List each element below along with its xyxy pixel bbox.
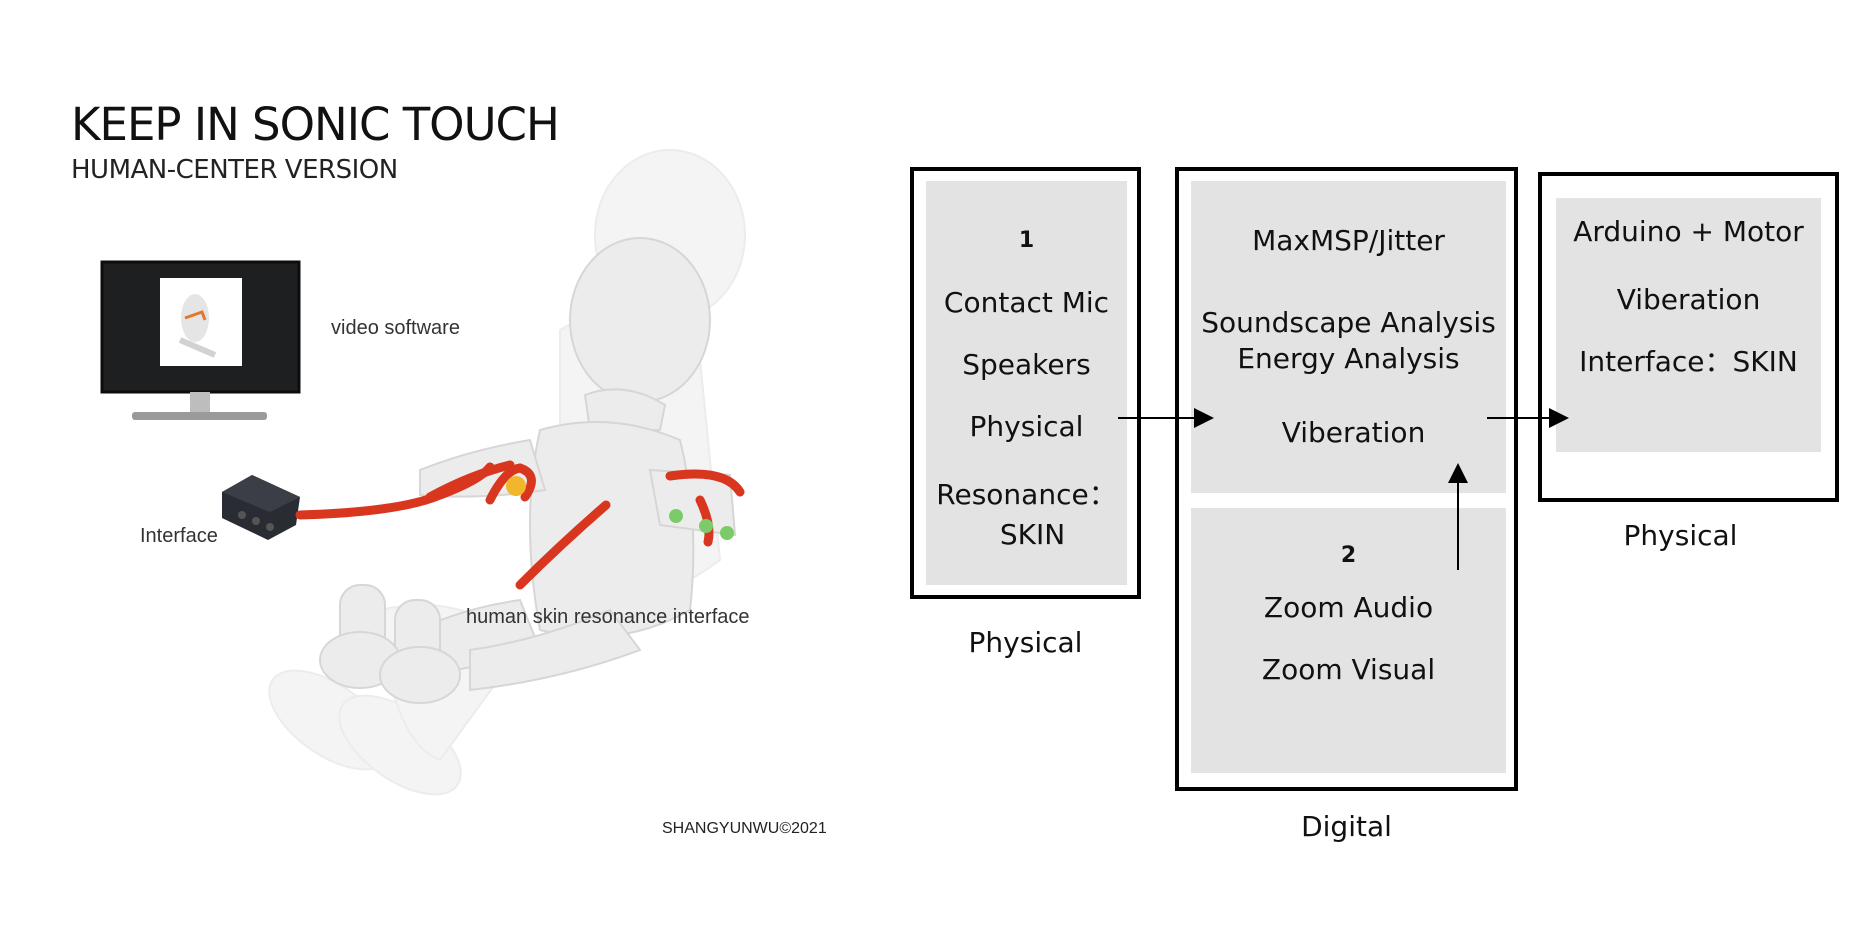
interface-box-icon	[222, 475, 300, 540]
credit-label: SHANGYUNWU©2021	[662, 820, 827, 837]
item-speakers: Speakers	[962, 348, 1091, 381]
box-2-bottom-panel: 2 Zoom Audio Zoom Visual	[1191, 508, 1506, 773]
box-3-panel: Arduino + Motor Viberation Interface：SKI…	[1556, 198, 1821, 452]
label-interface: Interface	[140, 525, 218, 547]
box-physical-output: Arduino + Motor Viberation Interface：SKI…	[1538, 172, 1839, 502]
item-viberation-output: Viberation	[1616, 283, 1761, 316]
label-video-software: video software	[331, 317, 460, 339]
sensor-dot-2	[699, 519, 713, 533]
caption-box-2: Digital	[1301, 810, 1392, 843]
item-zoom-audio: Zoom Audio	[1263, 591, 1434, 624]
caption-box-3: Physical	[1623, 519, 1738, 552]
poster-subtitle: HUMAN-CENTER VERSION	[71, 155, 398, 185]
monitor-icon	[100, 260, 301, 420]
label-skin-interface: human skin resonance interface	[466, 606, 750, 628]
item-viberation: Viberation	[1281, 416, 1426, 449]
box-2-top-panel: MaxMSP/Jitter Soundscape Analysis Energy…	[1191, 181, 1506, 493]
illustration	[100, 149, 746, 796]
cables	[295, 460, 745, 590]
box-1-panel: 1 Contact Mic Speakers Physical Resonanc…	[926, 181, 1127, 585]
box-digital: MaxMSP/Jitter Soundscape Analysis Energy…	[1175, 167, 1518, 791]
box-2-number: 2	[1340, 543, 1357, 568]
item-physical: Physical	[969, 410, 1084, 443]
item-resonance: Resonance：	[936, 478, 1117, 511]
sensor-dot-3	[720, 526, 734, 540]
box-physical-input: 1 Contact Mic Speakers Physical Resonanc…	[910, 167, 1141, 599]
item-energy-analysis: Energy Analysis	[1237, 342, 1460, 375]
poster-title: KEEP IN SONIC TOUCH	[71, 98, 560, 151]
caption-box-1: Physical	[968, 626, 1083, 659]
sensor-dot-1	[669, 509, 683, 523]
item-soundscape-analysis: Soundscape Analysis	[1201, 306, 1496, 339]
item-skin: SKIN	[999, 518, 1066, 551]
contact-point	[506, 476, 526, 496]
item-contact-mic: Contact Mic	[943, 286, 1110, 319]
box-1-number: 1	[1018, 228, 1035, 253]
item-arduino-motor: Arduino + Motor	[1573, 215, 1804, 248]
item-maxmsp: MaxMSP/Jitter	[1252, 224, 1445, 257]
item-interface-skin: Interface：SKIN	[1579, 345, 1798, 378]
item-zoom-visual: Zoom Visual	[1261, 653, 1436, 686]
